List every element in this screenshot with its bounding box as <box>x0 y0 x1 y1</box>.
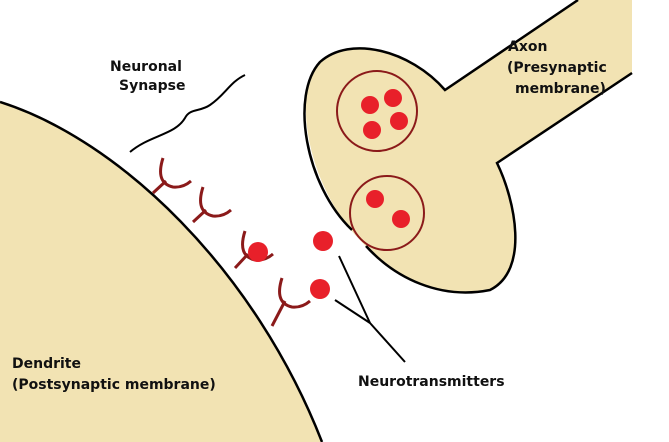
dendrite-membrane <box>0 100 324 442</box>
dendrite-label-line2: (Postsynaptic membrane) <box>12 377 216 393</box>
vesicle-lower <box>349 175 425 251</box>
synapse-label-line1: Neuronal <box>110 59 182 75</box>
receptor <box>151 157 192 195</box>
axon-terminal <box>305 0 632 293</box>
neurotransmitter-pointer-line <box>334 255 406 363</box>
axon-label-line2: (Presynaptic <box>507 60 607 76</box>
axon-label-line3: membrane) <box>515 81 606 97</box>
synapse-pointer-line <box>129 74 246 153</box>
bound-neurotransmitter <box>248 242 268 262</box>
dendrite <box>0 102 322 442</box>
vesicle-upper <box>336 70 418 152</box>
neurotransmitters-label: Neurotransmitters <box>358 374 505 390</box>
dendrite-label-line1: Dendrite <box>12 356 81 372</box>
axon-membrane-lower <box>365 71 633 294</box>
free-neurotransmitter <box>313 231 333 251</box>
receptor <box>191 186 232 224</box>
receptor <box>270 277 311 327</box>
free-neurotransmitter <box>310 279 330 299</box>
synapse-label-line2: Synapse <box>119 78 185 94</box>
axon-membrane-upper <box>303 0 579 231</box>
axon-label-line1: Axon <box>508 39 547 55</box>
